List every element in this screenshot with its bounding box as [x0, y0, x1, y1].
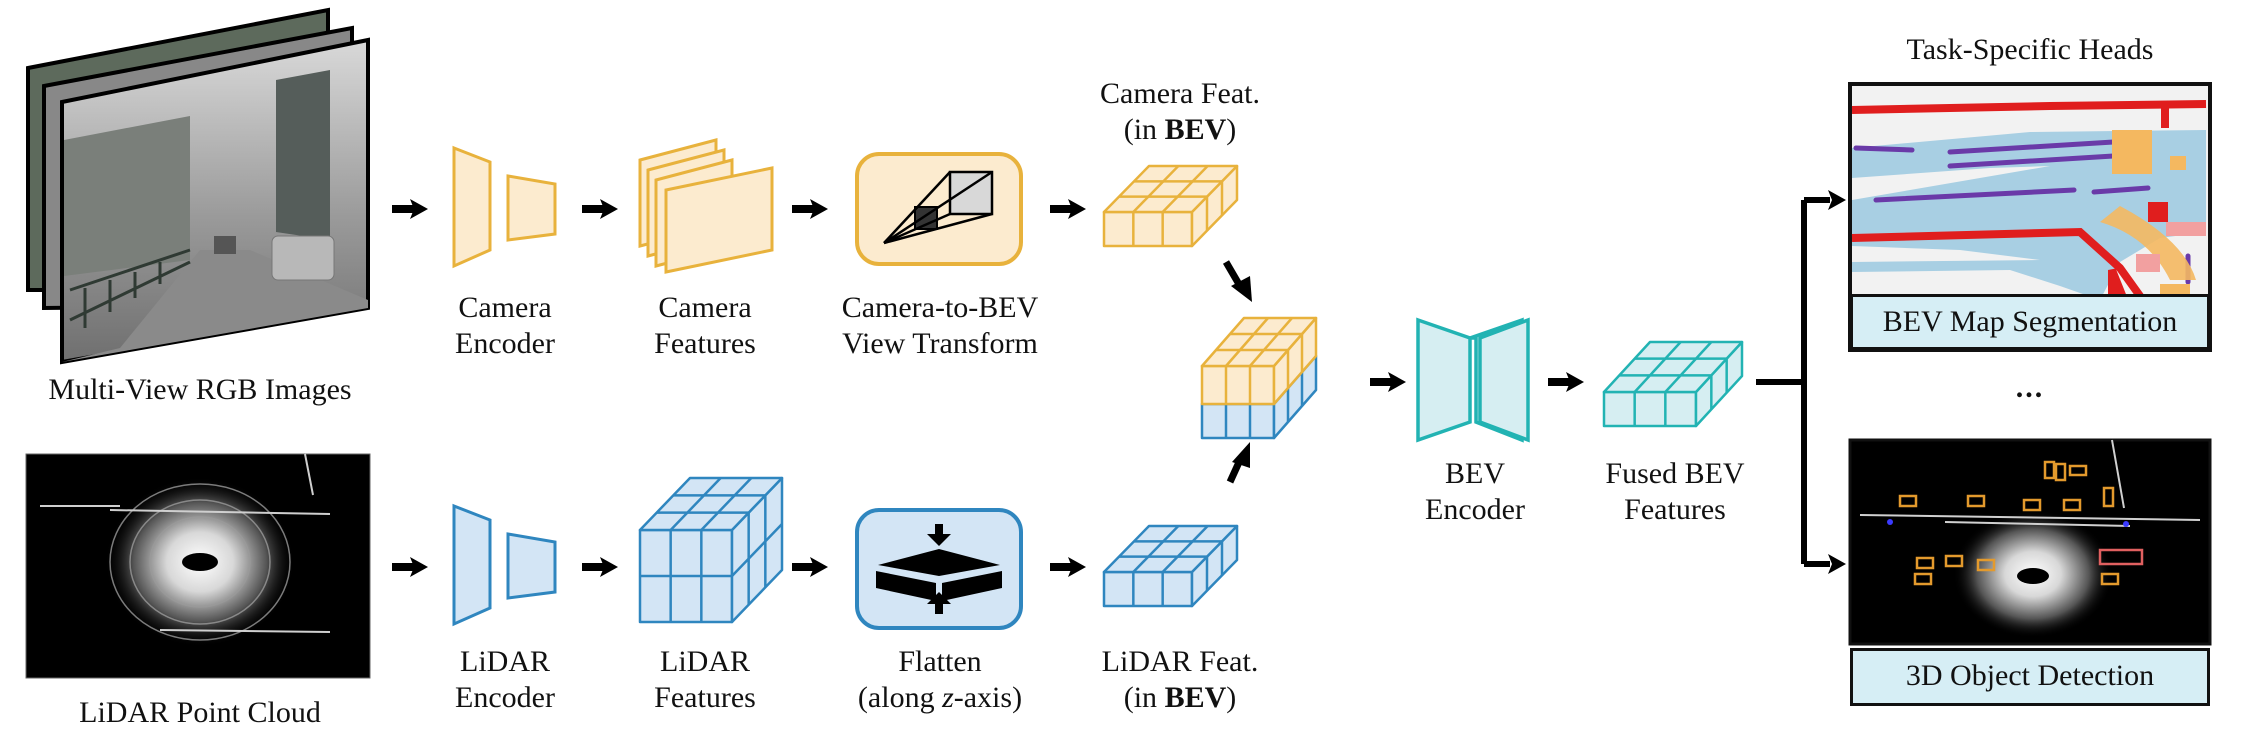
lidar-encoder-label-line1: LiDAR	[460, 645, 550, 678]
lidar-features-label-line1: LiDAR	[660, 645, 750, 678]
heads-branch-connector	[1756, 197, 1830, 567]
lidar-features-icon	[638, 476, 784, 624]
cube-front-face	[1602, 390, 1698, 428]
concat-lidar-layer	[1200, 354, 1318, 440]
multi-view-rgb-images	[26, 7, 370, 365]
bev-encoder-label-line2: Encoder	[1425, 493, 1525, 526]
arrow-bev-encoder-to-fused	[1548, 372, 1584, 392]
cube-front-face	[1102, 210, 1194, 248]
rgb-image-front	[60, 37, 370, 365]
arrow-concat-to-bev-encoder	[1370, 372, 1406, 392]
arrow-rgb-to-camera-encoder	[392, 199, 428, 219]
camera-features-label-line2: Features	[654, 327, 756, 360]
grid-line	[731, 523, 783, 577]
grid-line	[1225, 317, 1269, 367]
camera-bev-suffix: )	[1226, 113, 1237, 146]
fused-bev-label-line1: Fused BEV	[1605, 457, 1745, 490]
fused-bev-feature-grid	[1602, 340, 1744, 428]
cube-front-face	[1200, 364, 1276, 406]
lidar-bev-label: LiDAR Feat. (in BEV)	[1080, 644, 1280, 716]
camera-features-label: Camera Features	[620, 290, 790, 362]
bev-encoder-label: BEV Encoder	[1390, 456, 1560, 528]
camera-bev-label-line1: Camera Feat.	[1100, 77, 1260, 110]
arrow-lidar-encoder-to-features	[582, 557, 618, 577]
lidar-encoder-label: LiDAR Encoder	[420, 644, 590, 716]
arrow-camera-bev-to-concat	[1222, 260, 1252, 302]
camera-encoder-label-line2: Encoder	[455, 327, 555, 360]
flatten-prefix: (along	[857, 681, 943, 714]
camera-bev-feature-grid	[1102, 164, 1239, 248]
flatten-label-line1: Flatten	[898, 645, 982, 678]
fused-bev-label-line2: Features	[1624, 493, 1726, 526]
fused-bev-label: Fused BEV Features	[1580, 456, 1770, 528]
camera-features-icon	[638, 138, 774, 274]
grid-line	[1161, 525, 1209, 573]
lidar-bev-suffix: )	[1226, 681, 1237, 714]
flatten-axis: z	[942, 681, 954, 714]
flatten-glyph	[876, 524, 1002, 614]
camera-features-label-line1: Camera	[658, 291, 752, 324]
view-transform-icon	[855, 152, 1023, 266]
lidar-bev-label-line1: LiDAR Feat.	[1101, 645, 1259, 678]
input-label-lidar: LiDAR Point Cloud	[79, 696, 321, 729]
lidar-features-label: LiDAR Features	[620, 644, 790, 716]
3d-object-detection-caption: 3D Object Detection	[1850, 648, 2210, 706]
lidar-bev-label-line2: (in BEV)	[1080, 680, 1280, 716]
camera-bev-bold: BEV	[1164, 113, 1227, 146]
camera-bev-prefix: (in	[1123, 113, 1165, 146]
lidar-bev-feature-grid	[1102, 524, 1239, 608]
arrow-lidar-to-lidar-encoder	[392, 557, 428, 577]
lidar-encoder-label-line2: Encoder	[455, 681, 555, 714]
grid-line	[1132, 525, 1180, 573]
grid-line	[1249, 317, 1293, 367]
flatten-suffix: -axis)	[953, 681, 1023, 714]
grid-line	[1664, 341, 1713, 393]
arrow-to-3d-object-detection	[1828, 554, 1846, 574]
bev-map-segmentation-caption: BEV Map Segmentation	[1850, 294, 2210, 350]
lidar-point-cloud-image	[25, 453, 371, 679]
frustum-icon	[883, 170, 994, 245]
lidar-bev-prefix: (in	[1123, 681, 1165, 714]
stop-lines	[2136, 222, 2206, 272]
grid-line	[1132, 165, 1180, 213]
arrow-to-bev-map-segmentation	[1828, 190, 1846, 210]
flatten-icon	[855, 508, 1023, 630]
lidar-features-label-line2: Features	[654, 681, 756, 714]
input-label-rgb: Multi-View RGB Images	[48, 373, 352, 406]
flatten-label: Flatten (along z-axis)	[820, 644, 1060, 716]
camera-encoder-label-line1: Camera	[458, 291, 552, 324]
concat-camera-layer	[1200, 316, 1318, 406]
camera-encoder-icon	[452, 145, 557, 269]
bev-encoder-label-line1: BEV	[1445, 457, 1505, 490]
view-transform-label-line2: View Transform	[842, 327, 1038, 360]
3d-object-detection-panel	[1848, 438, 2212, 646]
heads-title: Task-Specific Heads	[1906, 33, 2154, 66]
grid-line	[1161, 165, 1209, 213]
grid-line	[669, 477, 722, 531]
cube-front-face	[1200, 402, 1276, 440]
bev-encoder-icon	[1416, 317, 1530, 443]
arrow-lidar-features-to-flatten	[792, 557, 828, 577]
heads-ellipsis: ...	[2015, 371, 2045, 404]
view-transform-label: Camera-to-BEV View Transform	[820, 290, 1060, 362]
grid-line	[1633, 341, 1682, 393]
camera-bev-label: Camera Feat. (in BEV)	[1080, 76, 1280, 148]
flatten-label-line2: (along z-axis)	[820, 680, 1060, 716]
grid-line	[700, 477, 753, 531]
arrow-transform-to-camera-bev	[1050, 199, 1086, 219]
arrow-lidar-bev-to-concat	[1226, 442, 1250, 484]
arrow-camera-features-to-transform	[792, 199, 828, 219]
lidar-encoder-icon	[452, 503, 557, 627]
detection-boxes	[1898, 460, 2120, 586]
cube-front-face	[1102, 570, 1194, 608]
detection-box-highlight	[2098, 548, 2144, 566]
camera-bev-label-line2: (in BEV)	[1080, 112, 1280, 148]
arrow-flatten-to-lidar-bev	[1050, 557, 1086, 577]
camera-encoder-label: Camera Encoder	[420, 290, 590, 362]
lidar-bev-bold: BEV	[1164, 681, 1227, 714]
arrow-camera-encoder-to-features	[582, 199, 618, 219]
view-transform-label-line1: Camera-to-BEV	[841, 291, 1039, 324]
